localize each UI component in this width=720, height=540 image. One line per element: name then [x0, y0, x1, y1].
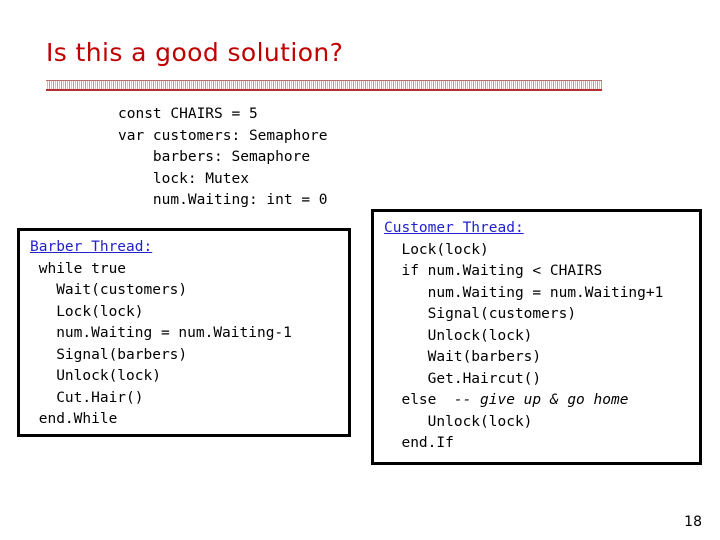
declarations-block: const CHAIRS = 5 var customers: Semaphor…	[118, 104, 328, 212]
customer-code-line: if num.Waiting < CHAIRS	[384, 263, 603, 279]
customer-thread-content: Customer Thread: Lock(lock) if num.Waiti…	[374, 212, 699, 455]
barber-code-line: Wait(customers)	[30, 282, 188, 298]
customer-thread-heading: Customer Thread:	[384, 220, 524, 236]
customer-code-line: num.Waiting = num.Waiting+1	[384, 284, 664, 301]
barber-code-line: num.Waiting = num.Waiting-1	[30, 325, 292, 341]
page-number: 18	[684, 514, 702, 530]
customer-code-line: Lock(lock)	[384, 241, 489, 258]
barber-code-line: Cut.Hair()	[30, 389, 144, 406]
customer-code-line: Unlock(lock)	[384, 413, 533, 430]
customer-code-line: Unlock(lock)	[384, 327, 533, 344]
declaration-line: lock: Mutex	[118, 170, 249, 187]
declaration-line: barbers: Semaphore	[118, 149, 311, 165]
barber-thread-panel: Barber Thread: while true Wait(customers…	[17, 228, 351, 437]
customer-else-line: else -- give up & go home	[384, 390, 699, 412]
declaration-line: num.Waiting: int = 0	[118, 192, 328, 208]
barber-code-line: while true	[30, 260, 127, 277]
barber-code-line: Signal(barbers)	[30, 346, 188, 363]
customer-code-line: Get.Haircut()	[384, 370, 542, 387]
customer-code-line: Signal(customers)	[384, 306, 577, 322]
barber-code-line: Unlock(lock)	[30, 368, 161, 384]
customer-code-line: end.If	[384, 435, 454, 451]
barber-thread-heading: Barber Thread:	[30, 239, 153, 255]
customer-thread-panel: Customer Thread: Lock(lock) if num.Waiti…	[371, 209, 702, 465]
title-divider	[46, 80, 602, 91]
else-comment: -- give up & go home	[453, 392, 629, 408]
customer-code-line: Wait(barbers)	[384, 349, 542, 365]
barber-thread-content: Barber Thread: while true Wait(customers…	[20, 231, 348, 431]
barber-code-line: end.While	[30, 411, 118, 427]
barber-code-line: Lock(lock)	[30, 303, 144, 320]
page-title: Is this a good solution?	[46, 38, 344, 67]
declaration-line: var customers: Semaphore	[118, 127, 328, 144]
else-keyword: else	[384, 392, 454, 408]
declaration-line: const CHAIRS = 5	[118, 106, 258, 122]
